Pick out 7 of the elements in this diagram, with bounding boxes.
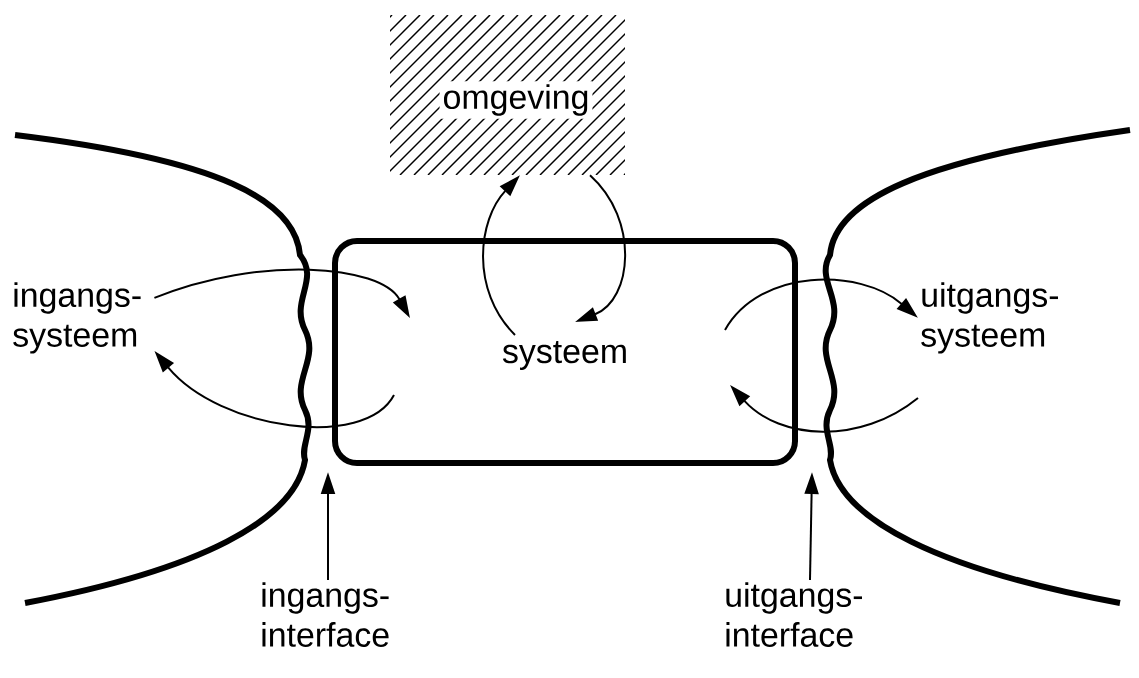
hatched-box: omgeving [390,15,625,175]
label-text: ingangs- interface [262,582,389,647]
label-text: uitgangs- interface [726,582,862,647]
label-text: ingangs- systeem [13,282,141,354]
system-box: systeem [332,238,798,466]
node-label: omgeving [443,84,588,116]
label-text: uitgangs- systeem [921,282,1058,354]
